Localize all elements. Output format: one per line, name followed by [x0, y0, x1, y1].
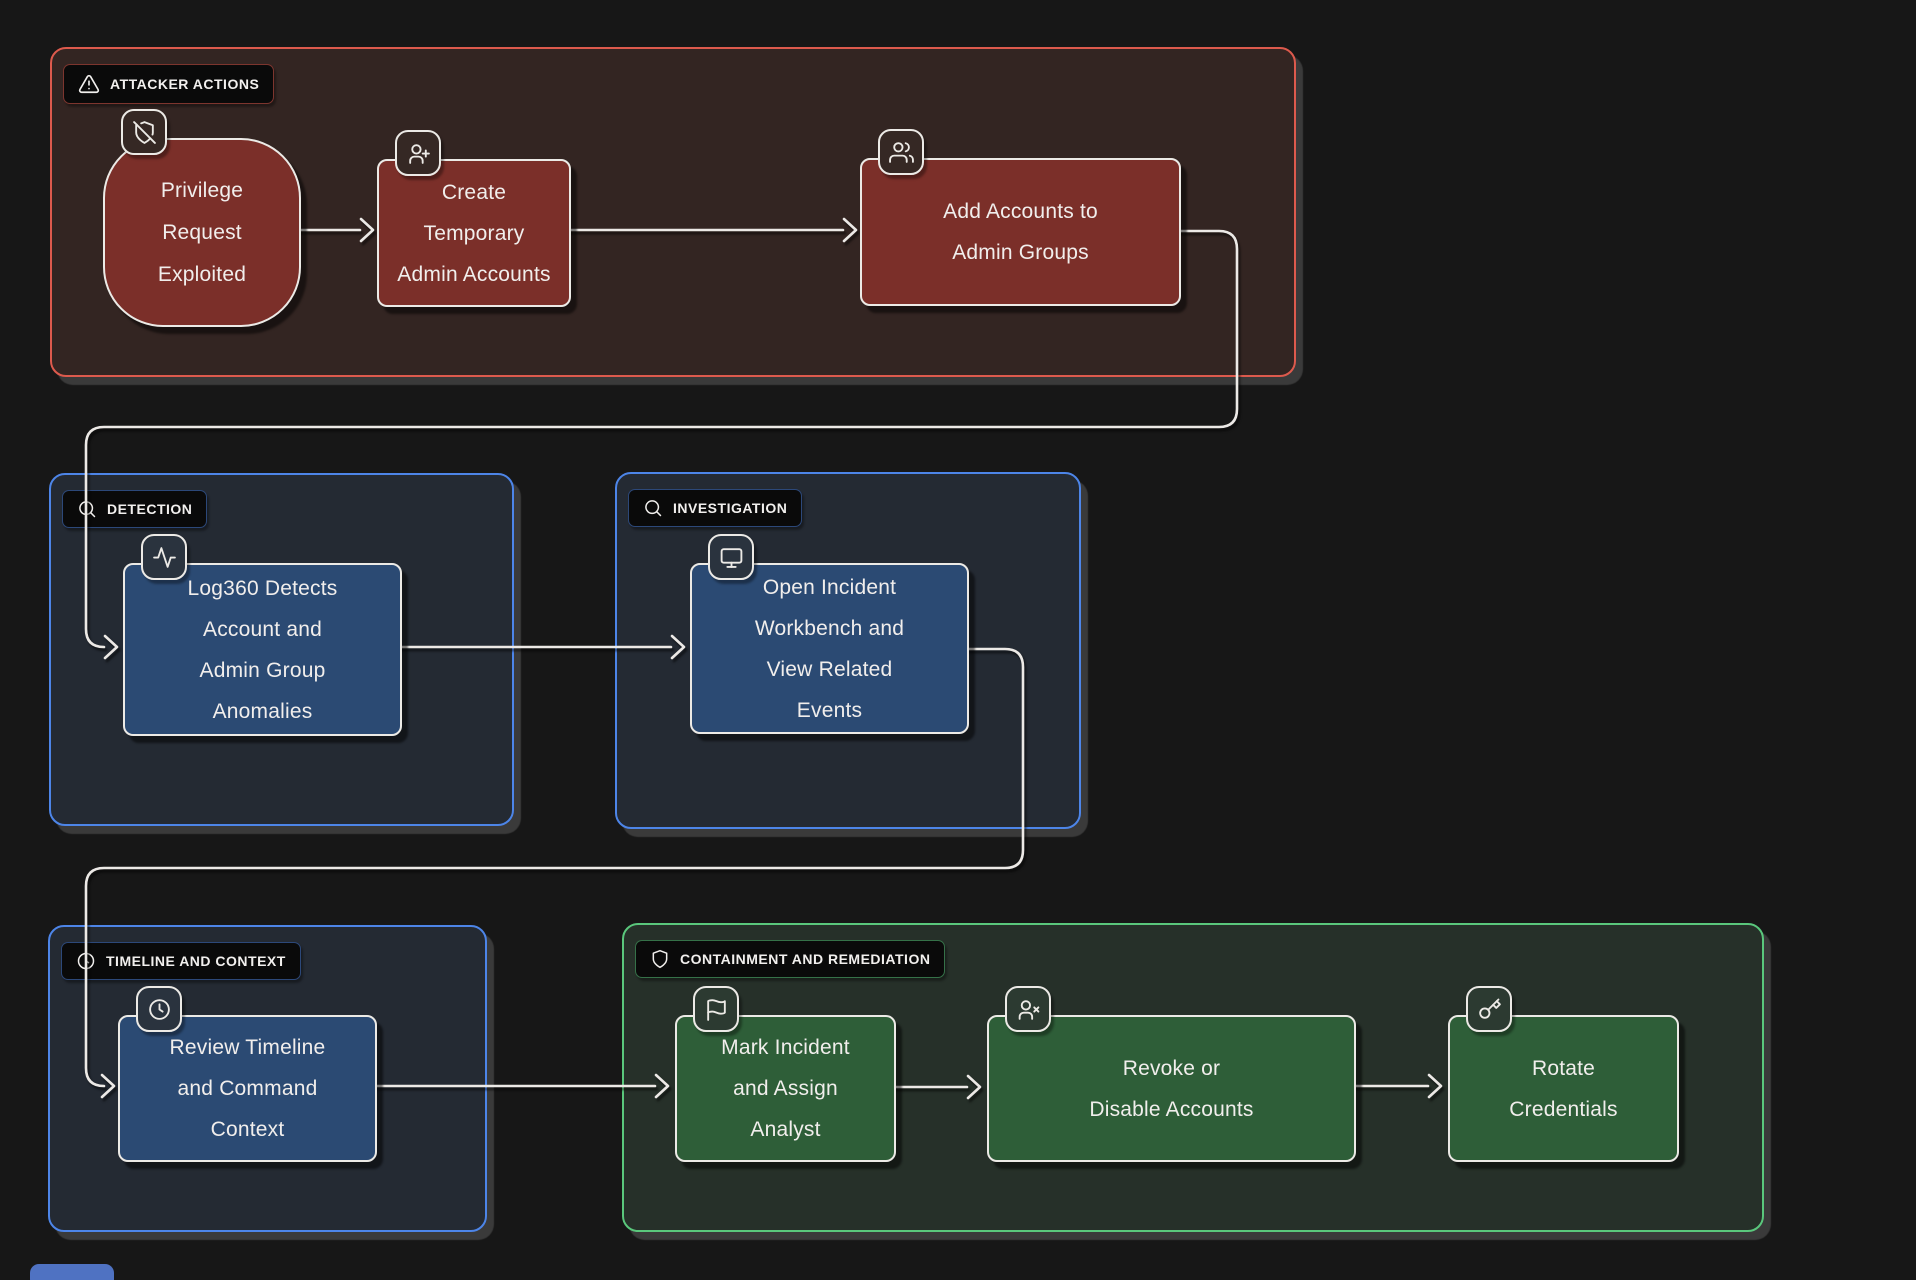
monitor-icon	[708, 534, 754, 580]
clock-icon	[77, 952, 95, 970]
node-text-line: Context	[210, 1118, 285, 1141]
node-text-line: Add Accounts to	[943, 200, 1098, 223]
node-text-line: Workbench and	[754, 616, 905, 640]
section-label-timeline-and-context: TIMELINE AND CONTEXT	[61, 942, 301, 980]
node-text-line: and Command	[177, 1077, 318, 1100]
node-text-line: Admin Accounts	[397, 262, 551, 286]
search-icon	[645, 500, 662, 517]
node-text-line: Admin Group	[199, 658, 326, 682]
node-revoke-or-disable-accounts: Revoke or Disable Accounts	[987, 986, 1356, 1162]
node-text-line: Admin Groups	[952, 241, 1089, 264]
node-text-line: Temporary	[423, 221, 525, 245]
node-text-line: Open Incident	[762, 575, 897, 599]
section-label-text: INVESTIGATION	[673, 500, 788, 516]
user-x-icon	[1005, 986, 1051, 1032]
node-text-line: Mark Incident	[721, 1036, 850, 1059]
section-label-investigation: INVESTIGATION	[628, 489, 803, 527]
node-open-incident-workbench: Open Incident Workbench and View Related…	[690, 534, 969, 734]
section-label-containment-and-remediation: CONTAINMENT AND REMEDIATION	[635, 940, 946, 978]
section-label-text: DETECTION	[107, 501, 193, 517]
section-label-text: ATTACKER ACTIONS	[110, 76, 260, 92]
users-icon	[878, 129, 924, 175]
activity-icon	[141, 534, 187, 580]
node-text-line: Events	[796, 698, 863, 722]
node-create-temporary-admin-accounts: Create Temporary Admin Accounts	[377, 130, 571, 307]
node-text-line: Analyst	[750, 1118, 821, 1141]
node-text-line: Credentials	[1509, 1097, 1618, 1121]
node-text-line: Exploited	[157, 262, 247, 286]
node-text-line: Account and	[203, 617, 322, 641]
alert-triangle-icon	[78, 74, 100, 94]
user-plus-icon	[395, 130, 441, 176]
clock-icon	[136, 986, 182, 1032]
node-text-line: Request	[162, 220, 242, 244]
section-label-detection: DETECTION	[62, 490, 208, 528]
flag-icon	[693, 986, 739, 1032]
node-text-line: Log360 Detects	[187, 576, 338, 600]
shield-off-icon	[121, 109, 167, 155]
node-text-line: Privilege	[160, 178, 244, 202]
shield-icon	[652, 949, 668, 969]
section-label-text: CONTAINMENT AND REMEDIATION	[680, 951, 931, 967]
node-review-timeline-and-command-context: Review Timeline and Command Context	[118, 986, 377, 1162]
section-label-attacker-actions: ATTACKER ACTIONS	[63, 64, 275, 104]
node-text-line: Review Timeline	[169, 1036, 326, 1059]
search-icon	[79, 501, 96, 518]
node-privilege-request-exploited: Privilege Request Exploited	[103, 109, 301, 327]
node-text-line: and Assign	[733, 1077, 838, 1100]
node-text-line: Anomalies	[212, 699, 313, 723]
node-add-accounts-to-admin-groups: Add Accounts to Admin Groups	[860, 129, 1181, 306]
node-text-line: Rotate	[1531, 1056, 1596, 1080]
node-text-line: Revoke or	[1122, 1056, 1221, 1080]
node-text-line: View Related	[766, 657, 893, 681]
node-text-line: Create	[441, 180, 507, 204]
key-icon	[1466, 986, 1512, 1032]
node-mark-incident-and-assign-analyst: Mark Incident and Assign Analyst	[675, 986, 896, 1162]
node-text-line: Disable Accounts	[1089, 1097, 1254, 1121]
partial-blue-element	[30, 1264, 114, 1280]
node-log360-detects-anomalies: Log360 Detects Account and Admin Group A…	[123, 534, 402, 736]
node-rotate-credentials: Rotate Credentials	[1448, 986, 1679, 1162]
section-label-text: TIMELINE AND CONTEXT	[106, 953, 286, 969]
